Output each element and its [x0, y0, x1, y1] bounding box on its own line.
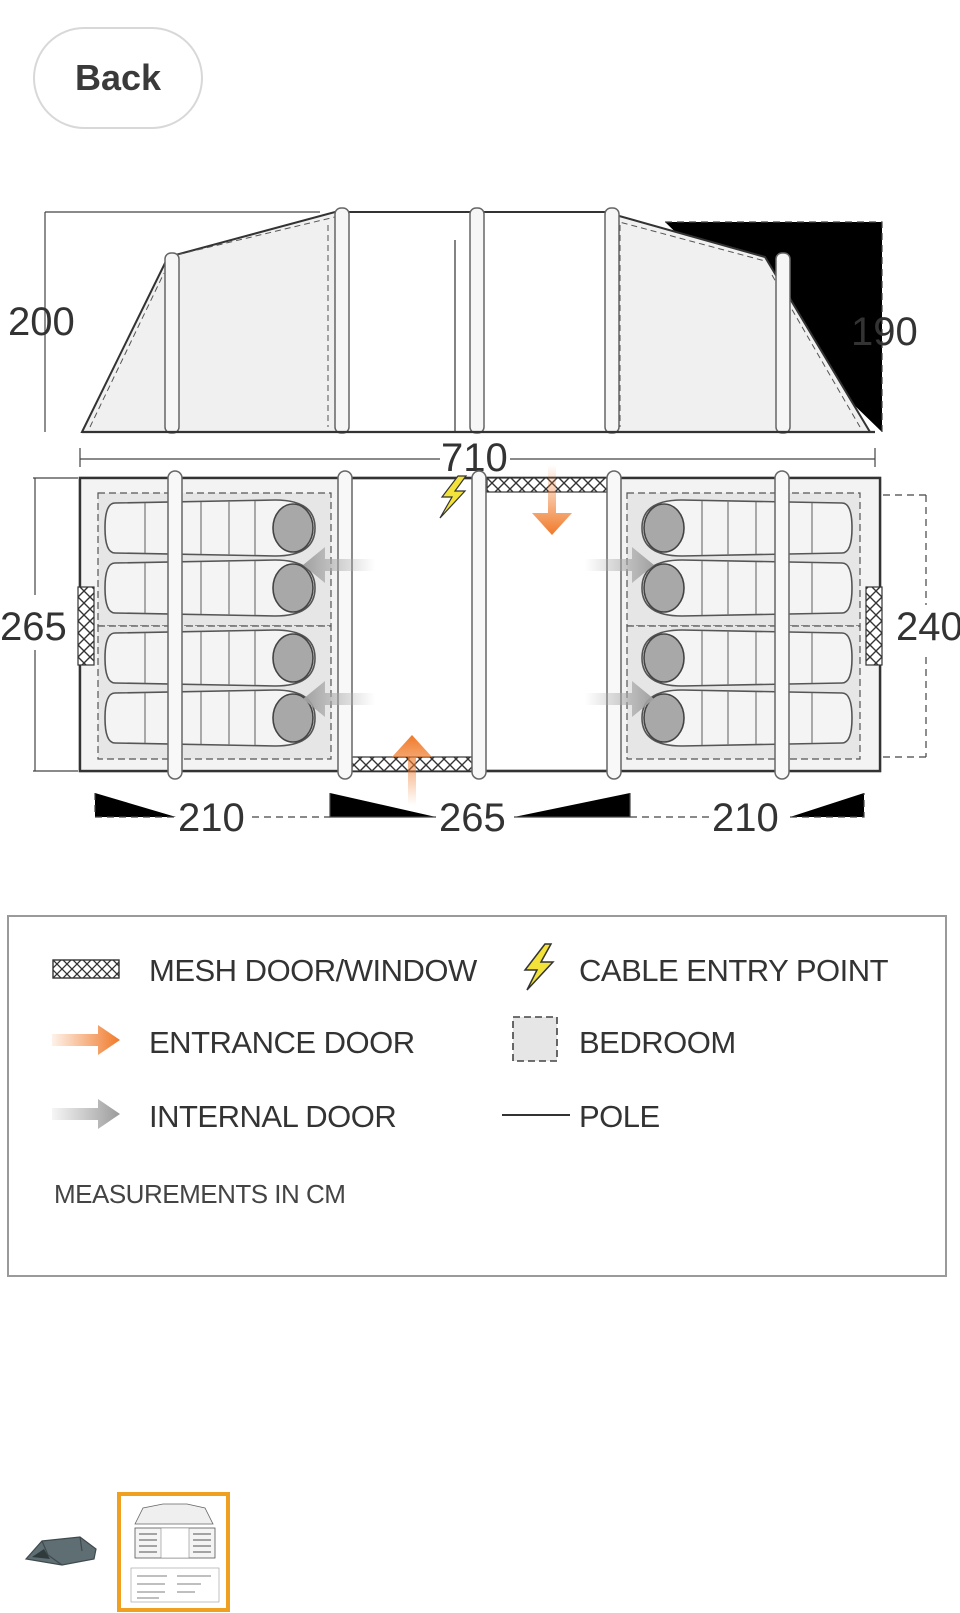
thumbnail-floorplan[interactable]: [117, 1492, 230, 1612]
dim-height-right: 190: [851, 310, 918, 354]
thumbnail-tent[interactable]: [22, 1515, 100, 1585]
legend-label-bedroom: BEDROOM: [579, 1025, 736, 1060]
dim-height-left: 200: [8, 300, 75, 344]
orange-arrow-icon: [52, 1025, 120, 1055]
floor-plan: [77, 465, 883, 805]
dim-bedroom-right: 210: [712, 796, 779, 840]
dim-bedroom-left: 210: [178, 796, 245, 840]
legend-label-entrance: ENTRANCE DOOR: [149, 1025, 415, 1060]
floorplan-thumbnail-icon: [130, 1503, 220, 1603]
lightning-icon: [523, 943, 555, 991]
dim-width-right: 240: [896, 605, 960, 649]
dim-living-area: 265: [439, 796, 506, 840]
grey-arrow-icon: [52, 1099, 120, 1129]
legend-label-mesh: MESH DOOR/WINDOW: [149, 953, 477, 988]
back-button[interactable]: Back: [33, 27, 203, 129]
dim-width-left: 265: [0, 605, 67, 649]
tent-floorplan-diagram: 200 190 710: [0, 207, 960, 840]
mesh-icon: [52, 959, 120, 979]
legend-label-internal: INTERNAL DOOR: [149, 1099, 397, 1134]
dashed-square-icon: [512, 1016, 558, 1062]
tent-thumbnail-icon: [24, 1536, 97, 1566]
measurements-note: MEASUREMENTS IN CM: [54, 1179, 346, 1209]
line-icon: [502, 1114, 570, 1116]
side-elevation: [44, 207, 883, 434]
legend-label-cable: CABLE ENTRY POINT: [579, 953, 889, 988]
legend-label-pole: POLE: [579, 1099, 660, 1134]
legend-box: MESH DOOR/WINDOW CABLE ENTRY POINT ENTRA…: [7, 915, 947, 1277]
